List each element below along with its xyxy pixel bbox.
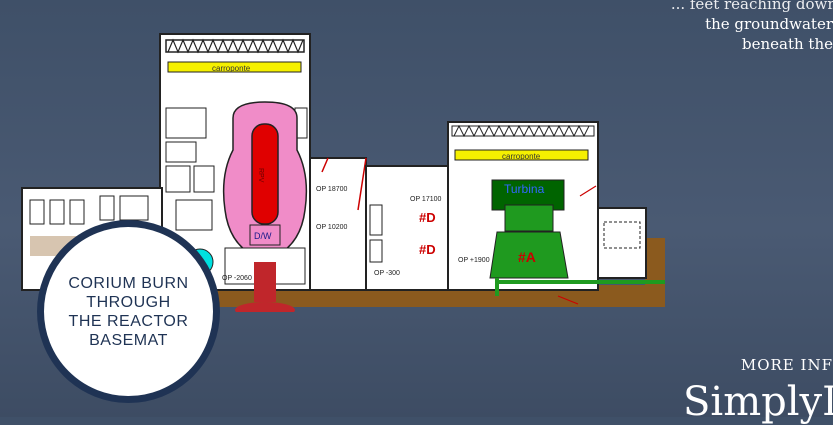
truss-zigzag — [167, 38, 304, 54]
room — [175, 199, 213, 231]
callout-line-2: THROUGH — [86, 293, 171, 311]
turbine-roof-truss — [451, 125, 595, 137]
room — [369, 204, 383, 236]
turbine-truss-zigzag — [453, 124, 590, 138]
crane-left — [167, 61, 302, 73]
annex-room — [119, 195, 149, 221]
room — [603, 221, 641, 249]
middle-block — [309, 157, 367, 291]
caption-line-2: the groundwater — [705, 15, 833, 33]
crack-line — [579, 185, 597, 197]
callout-line-4: BASEMAT — [89, 331, 168, 349]
caption-line-3: beneath the — [742, 35, 833, 53]
reactor-building-diagram: carroponte RPV D/W OP -2060 OP 18700 OP … — [21, 33, 665, 312]
op-10200-label: OP 10200 — [316, 224, 348, 231]
crane-left-label: carroponte — [212, 64, 251, 73]
room — [165, 165, 191, 193]
drywell-box — [249, 224, 281, 246]
crack-line — [321, 157, 329, 173]
more-info-label: MORE INF — [740, 356, 833, 374]
crack-line — [557, 295, 579, 305]
corium-column — [254, 262, 276, 302]
caption-line-1: ... feet reaching down — [670, 0, 833, 13]
unit-a: #A — [518, 249, 536, 265]
op-2060-label: OP -2060 — [222, 275, 252, 282]
op-300-label: OP -300 — [374, 270, 400, 277]
annex-room — [99, 195, 115, 221]
callout-line-3: THE REACTOR — [68, 312, 189, 330]
crack-line — [357, 157, 367, 211]
reactor-vessel — [251, 123, 279, 225]
turbine-body — [504, 204, 554, 232]
condenser — [489, 231, 569, 279]
rpv-label: RPV — [257, 168, 264, 183]
room — [165, 107, 207, 139]
callout-line-1: CORIUM BURN — [68, 274, 189, 292]
brand-logo-text: SimplyI — [683, 379, 833, 425]
unit-d-lower: #D — [419, 242, 436, 257]
ground-strip-right — [645, 238, 665, 288]
annex-room — [69, 199, 85, 225]
corium-callout: CORIUM BURN THROUGH THE REACTOR BASEMAT — [37, 220, 220, 403]
annex-room — [29, 199, 45, 225]
op-18700-label: OP 18700 — [316, 186, 348, 193]
op-1900-label: OP +1900 — [458, 257, 490, 264]
turbine-label: Turbina — [504, 182, 545, 196]
corium-pool — [235, 302, 295, 312]
room — [369, 239, 383, 263]
unit-d-upper: #D — [419, 210, 436, 225]
drywell-label: D/W — [254, 231, 272, 241]
crane-right-label: carroponte — [502, 152, 541, 161]
top-caption: ... feet reaching down the groundwater b… — [671, 0, 833, 54]
room — [193, 165, 215, 193]
annex-room — [49, 199, 65, 225]
room — [165, 141, 197, 163]
op-17100-label: OP 17100 — [410, 196, 442, 203]
crane-right — [454, 149, 589, 161]
